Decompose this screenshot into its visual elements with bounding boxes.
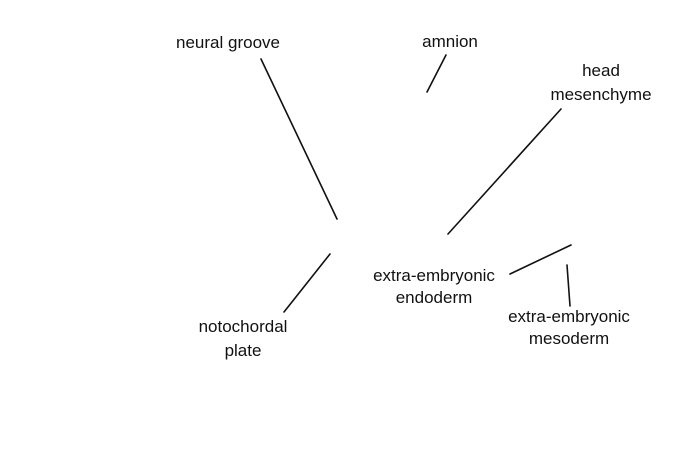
leader-line-extra-embryonic-endoderm [509,244,572,275]
leader-line-notochordal-plate [283,253,331,313]
label-neural-groove-text: neural groove [176,33,280,52]
leader-line-neural-groove [260,58,338,220]
label-extra-embryonic-endoderm-line1: extra-embryonic [373,266,495,285]
label-amnion: amnion [422,31,478,53]
leader-line-amnion [426,54,447,93]
label-head-mesenchyme: head mesenchyme [550,59,651,107]
leader-line-extra-embryonic-mesoderm [566,264,571,307]
label-extra-embryonic-mesoderm: extra-embryonic mesoderm [508,306,630,350]
label-notochordal-plate: notochordal plate [199,315,288,363]
label-extra-embryonic-mesoderm-line2: mesoderm [528,329,610,348]
label-neural-groove: neural groove [176,32,280,54]
label-extra-embryonic-mesoderm-line1: extra-embryonic [508,307,630,326]
label-head-mesenchyme-line1: head [582,61,620,80]
label-extra-embryonic-endoderm: extra-embryonic endoderm [373,265,495,309]
label-amnion-text: amnion [422,32,478,51]
leader-line-head-mesenchyme [447,108,562,235]
label-head-mesenchyme-line2: mesenchyme [550,85,652,104]
label-notochordal-plate-line1: notochordal [198,317,288,336]
label-notochordal-plate-line2: plate [224,341,262,360]
label-extra-embryonic-endoderm-line2: endoderm [395,288,473,307]
